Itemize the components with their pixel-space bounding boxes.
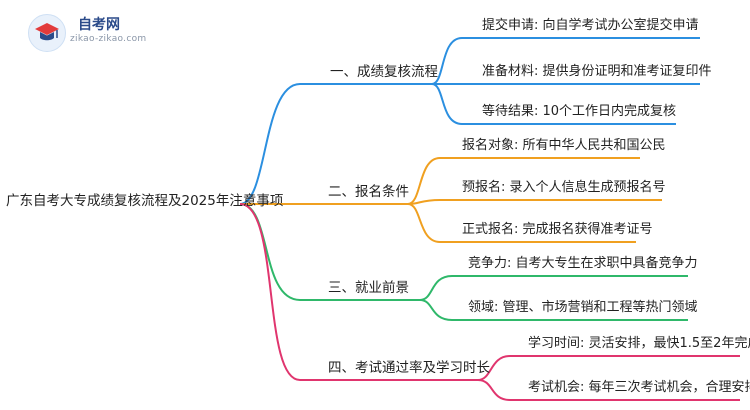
- branch-4-leaf-2: 考试机会: 每年三次考试机会，合理安排科目: [528, 380, 750, 395]
- graduation-cap-icon: [28, 14, 66, 52]
- root-node: 广东自考大专成绩复核流程及2025年注意事项: [6, 193, 284, 209]
- branch-1-connectors: [239, 37, 700, 205]
- branch-4-leaf-1: 学习时间: 灵活安排，最快1.5至2年完成: [528, 336, 750, 351]
- branch-1-link-3: [431, 83, 463, 125]
- branch-1-label: 一、成绩复核流程: [330, 64, 438, 80]
- branch-2-link-3: [407, 203, 441, 243]
- branch-1-leaf-3: 等待结果: 10个工作日内完成复核: [482, 104, 677, 119]
- branch-2-connectors: [240, 157, 662, 243]
- branch-4-label: 四、考试通过率及学习时长: [328, 360, 490, 376]
- branch-3-link-1: [419, 275, 453, 301]
- branch-3-connectors: [239, 203, 688, 321]
- branch-3-link-2: [419, 299, 453, 321]
- branch-3-leaf-2: 领域: 管理、市场营销和工程等热门领域: [468, 300, 698, 315]
- root-to-branch-4: [239, 203, 301, 381]
- site-logo: 自考网 zikao-zikao.com: [28, 12, 178, 52]
- root-to-branch-1: [239, 83, 301, 205]
- branch-1-leaf-1: 提交申请: 向自学考试办公室提交申请: [482, 18, 699, 33]
- branch-2-label: 二、报名条件: [328, 184, 409, 200]
- branch-1-link-1: [431, 37, 463, 85]
- branch-3-leaf-1: 竞争力: 自考大专生在求职中具备竞争力: [468, 256, 698, 271]
- branch-2-leaf-1: 报名对象: 所有中华人民共和国公民: [462, 138, 666, 153]
- branch-3-label: 三、就业前景: [328, 280, 409, 296]
- logo-url: zikao-zikao.com: [70, 34, 147, 44]
- branch-2-leaf-3: 正式报名: 完成报名获得准考证号: [462, 222, 653, 237]
- branch-4-link-2: [477, 379, 511, 401]
- branch-2-leaf-2: 预报名: 录入个人信息生成预报名号: [462, 180, 666, 195]
- logo-title: 自考网: [78, 17, 120, 33]
- branch-2-link-1: [407, 157, 441, 205]
- branch-1-leaf-2: 准备材料: 提供身份证明和准考证复印件: [482, 64, 712, 79]
- branch-4-connectors: [239, 203, 740, 401]
